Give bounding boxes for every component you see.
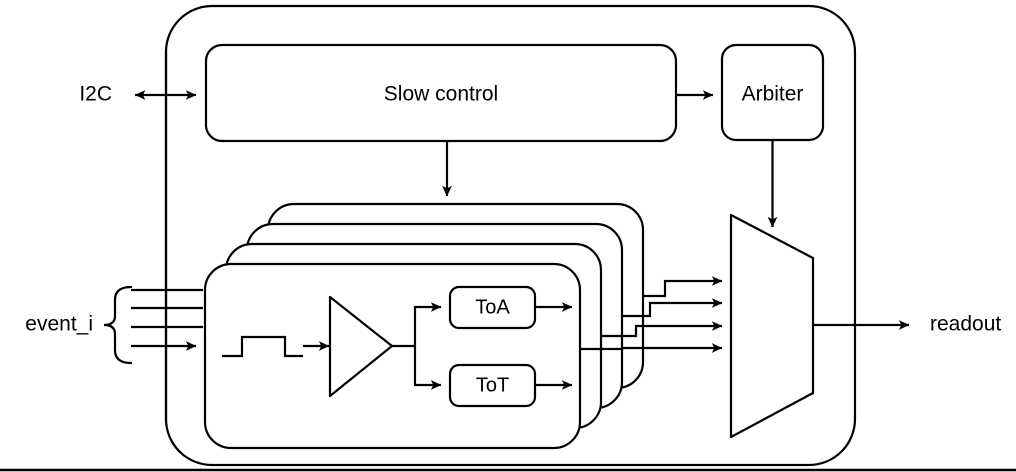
channel1-to-mux-wire	[580, 343, 723, 353]
curly-brace-icon	[103, 285, 133, 365]
slow-control-label: Slow control	[384, 83, 498, 106]
channel2-to-mux-wire	[601, 321, 723, 338]
branch-to-tot-wire	[413, 346, 442, 390]
amplifier-triangle-icon[interactable]	[328, 295, 394, 398]
slow-control-block[interactable]	[204, 43, 678, 143]
i2c-label: I2C	[79, 83, 112, 106]
readout-label: readout	[930, 313, 1001, 336]
pulse-waveform-icon	[222, 335, 303, 358]
channel4-to-mux-wire	[643, 276, 723, 298]
toa-label: ToA	[475, 296, 510, 318]
event-input-label: event_i	[25, 313, 93, 336]
tot-label: ToT	[476, 374, 509, 396]
branch-to-toa-wire	[413, 302, 442, 346]
channel-stack	[203, 202, 645, 450]
arbiter-label: Arbiter	[742, 83, 804, 106]
channel3-to-mux-wire	[622, 298, 723, 318]
multiplexer-trapezoid-icon[interactable]	[729, 213, 815, 439]
